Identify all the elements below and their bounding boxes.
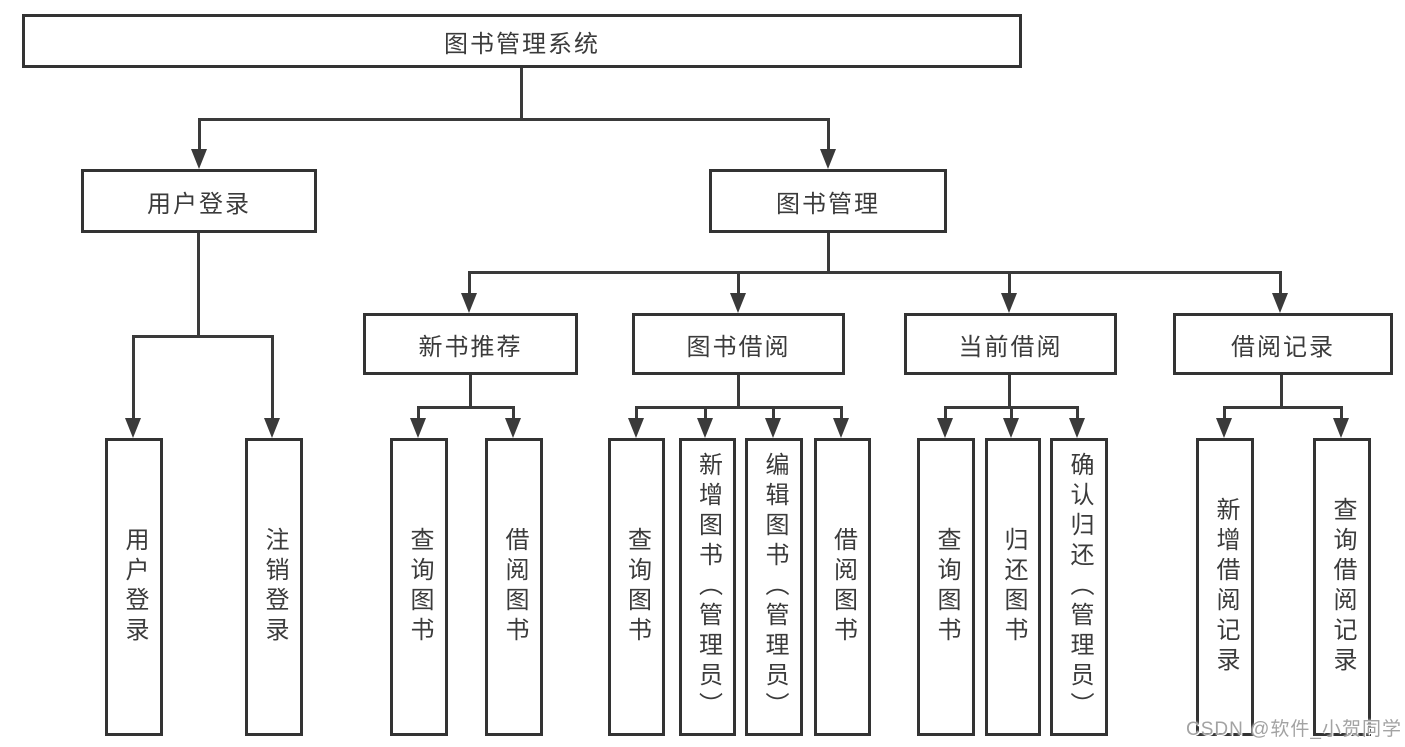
node-book-borrow-label: 图书借阅 bbox=[686, 333, 791, 361]
connector-vline bbox=[772, 406, 775, 421]
leaf-borrow-book-borrow: 借阅图书 bbox=[814, 438, 871, 736]
leaf-user-login: 用户登录 bbox=[105, 438, 163, 736]
connector-vline bbox=[1280, 375, 1283, 409]
connector-vline bbox=[704, 406, 707, 421]
leaf-logout-login-label: 注销登录 bbox=[261, 527, 288, 647]
arrowhead bbox=[410, 418, 426, 438]
leaf-borrow-book-newrec: 借阅图书 bbox=[485, 438, 543, 736]
csdn-watermark: CSDN @软件_小贺同学 bbox=[1186, 719, 1402, 740]
leaf-query-book-newrec: 查询图书 bbox=[390, 438, 448, 736]
leaf-borrow-book-borrow-label: 借阅图书 bbox=[829, 527, 857, 647]
connector-vline bbox=[271, 335, 274, 421]
leaf-return-book-label: 归还图书 bbox=[1000, 527, 1027, 647]
arrowhead bbox=[820, 149, 836, 169]
leaf-confirm-return-admin: 确认归还（管理员） bbox=[1050, 438, 1108, 736]
leaf-query-book-borrow-label: 查询图书 bbox=[623, 527, 651, 647]
node-borrow-record: 借阅记录 bbox=[1173, 313, 1393, 375]
arrowhead bbox=[505, 418, 521, 438]
connector-hline bbox=[468, 271, 1282, 274]
leaf-edit-book-admin: 编辑图书（管理员） bbox=[745, 438, 803, 736]
node-root-label: 图书管理系统 bbox=[444, 30, 600, 58]
connector-hline bbox=[1223, 406, 1342, 409]
connector-vline bbox=[417, 406, 420, 421]
arrowhead bbox=[1216, 418, 1232, 438]
connector-vline bbox=[1340, 406, 1343, 421]
connector-vline bbox=[944, 406, 947, 421]
arrowhead bbox=[191, 149, 207, 169]
arrowhead bbox=[1272, 293, 1288, 313]
connector-hline bbox=[198, 118, 830, 121]
connector-hline bbox=[635, 406, 843, 409]
leaf-add-borrow-record: 新增借阅记录 bbox=[1196, 438, 1254, 736]
connector-vline bbox=[1076, 406, 1079, 421]
node-current-borrow-label: 当前借阅 bbox=[958, 333, 1063, 361]
leaf-edit-book-admin-label: 编辑图书（管理员） bbox=[761, 452, 788, 722]
node-book-mgmt-label: 图书管理 bbox=[776, 190, 880, 218]
arrowhead bbox=[1001, 293, 1017, 313]
leaf-query-book-current-label: 查询图书 bbox=[933, 527, 960, 647]
node-book-mgmt: 图书管理 bbox=[709, 169, 947, 233]
arrowhead bbox=[264, 418, 280, 438]
node-borrow-record-label: 借阅记录 bbox=[1231, 333, 1335, 361]
connector-vline bbox=[469, 375, 472, 409]
connector-vline bbox=[132, 335, 135, 421]
arrowhead bbox=[730, 293, 746, 313]
arrowhead bbox=[937, 418, 953, 438]
node-book-borrow: 图书借阅 bbox=[632, 313, 845, 375]
leaf-user-login-label: 用户登录 bbox=[121, 527, 148, 647]
connector-vline bbox=[737, 271, 740, 297]
connector-vline bbox=[827, 118, 830, 153]
leaf-add-borrow-record-label: 新增借阅记录 bbox=[1212, 497, 1239, 677]
connector-vline bbox=[1279, 271, 1282, 297]
connector-vline bbox=[827, 233, 830, 274]
arrowhead bbox=[1003, 418, 1019, 438]
connector-vline bbox=[1010, 406, 1013, 421]
arrowhead bbox=[697, 418, 713, 438]
leaf-query-book-current: 查询图书 bbox=[917, 438, 975, 736]
arrowhead bbox=[1069, 418, 1085, 438]
node-current-borrow: 当前借阅 bbox=[904, 313, 1117, 375]
connector-vline bbox=[1008, 271, 1011, 297]
connector-vline bbox=[840, 406, 843, 421]
arrowhead bbox=[461, 293, 477, 313]
leaf-query-book-borrow: 查询图书 bbox=[608, 438, 665, 736]
arrowhead bbox=[125, 418, 141, 438]
connector-vline bbox=[512, 406, 515, 421]
connector-vline bbox=[635, 406, 638, 421]
connector-vline bbox=[520, 68, 523, 120]
connector-vline bbox=[1008, 375, 1011, 409]
connector-vline bbox=[198, 118, 201, 153]
leaf-borrow-book-newrec-label: 借阅图书 bbox=[501, 527, 528, 647]
node-user-login-label: 用户登录 bbox=[147, 190, 251, 218]
leaf-query-borrow-record-label: 查询借阅记录 bbox=[1329, 497, 1356, 677]
leaf-add-book-admin-label: 新增图书（管理员） bbox=[694, 452, 722, 722]
arrowhead bbox=[1333, 418, 1349, 438]
node-root: 图书管理系统 bbox=[22, 14, 1022, 68]
leaf-return-book: 归还图书 bbox=[985, 438, 1041, 736]
connector-vline bbox=[737, 375, 740, 409]
connector-hline bbox=[417, 406, 515, 409]
connector-vline bbox=[468, 271, 471, 297]
node-user-login: 用户登录 bbox=[81, 169, 317, 233]
arrowhead bbox=[628, 418, 644, 438]
leaf-confirm-return-admin-label: 确认归还（管理员） bbox=[1066, 452, 1093, 722]
arrowhead bbox=[833, 418, 849, 438]
node-new-book-rec: 新书推荐 bbox=[363, 313, 578, 375]
leaf-logout-login: 注销登录 bbox=[245, 438, 303, 736]
node-new-book-rec-label: 新书推荐 bbox=[418, 333, 523, 361]
leaf-add-book-admin: 新增图书（管理员） bbox=[679, 438, 736, 736]
connector-hline bbox=[132, 335, 274, 338]
connector-vline bbox=[1223, 406, 1226, 421]
leaf-query-book-newrec-label: 查询图书 bbox=[406, 527, 433, 647]
arrowhead bbox=[765, 418, 781, 438]
connector-vline bbox=[197, 233, 200, 338]
leaf-query-borrow-record: 查询借阅记录 bbox=[1313, 438, 1371, 736]
